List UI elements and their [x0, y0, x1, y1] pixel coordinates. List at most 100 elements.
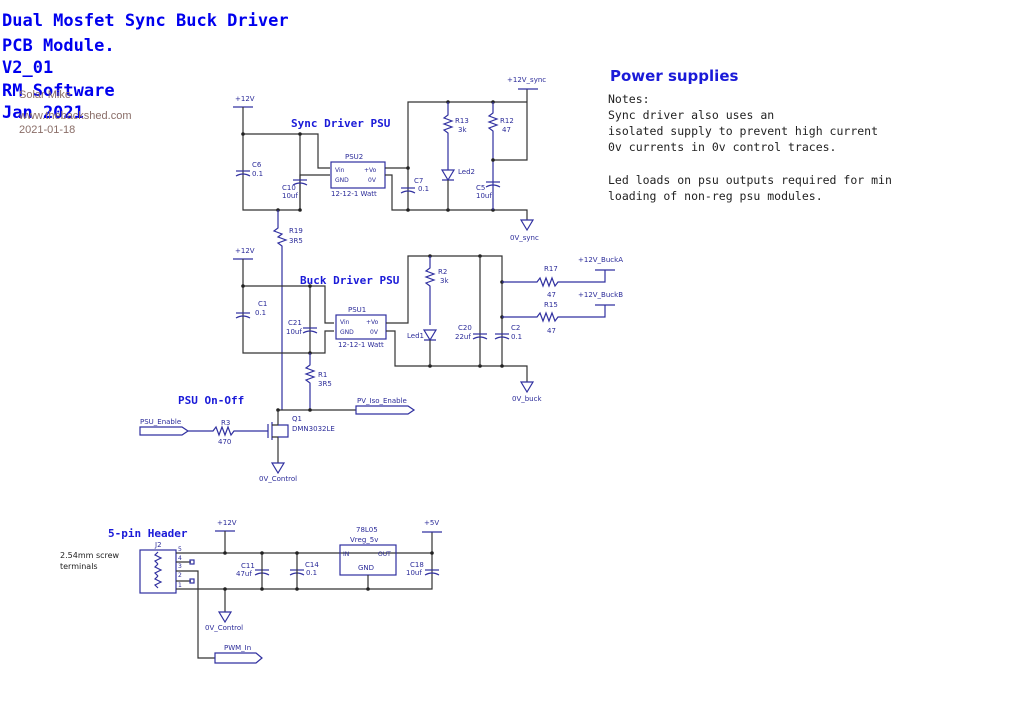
regulator-78l05: 78L05 Vreg_5v IN OUT GND — [339, 526, 397, 589]
svg-text:47uf: 47uf — [236, 570, 252, 578]
svg-text:R2: R2 — [438, 268, 447, 276]
svg-text:0V: 0V — [368, 177, 377, 184]
psu-enable-label: PSU_Enable — [140, 418, 181, 426]
sync-ground-label: 0V_sync — [510, 234, 539, 242]
buck-output-a-label: +12V_BuckA — [578, 256, 623, 264]
svg-text:Led1: Led1 — [407, 332, 424, 340]
notes-block: Power supplies Notes: Sync driver also u… — [608, 67, 892, 203]
svg-text:470: 470 — [218, 438, 231, 446]
svg-text:3R5: 3R5 — [289, 237, 303, 245]
header-vcc-label: +12V — [217, 519, 237, 527]
watermark-date: 2021-01-18 — [19, 124, 75, 136]
svg-text:+Vo: +Vo — [364, 167, 377, 174]
svg-text:C2: C2 — [511, 324, 520, 332]
note-line: loading of non-reg psu modules. — [608, 189, 823, 203]
svg-text:IN: IN — [343, 551, 349, 558]
svg-text:R3: R3 — [221, 419, 230, 427]
sync-vcc-label: +12V — [235, 95, 255, 103]
header-ref: J2 — [154, 541, 162, 549]
svg-text:5: 5 — [178, 546, 182, 553]
sync-output-label: +12V_sync — [507, 76, 546, 84]
title-line-5: Jan 2021 — [2, 103, 84, 123]
notes-heading: Power supplies — [610, 67, 738, 85]
title-block: Dual Mosfet Sync Buck Driver PCB Module.… — [2, 11, 289, 123]
svg-text:22uf: 22uf — [455, 333, 471, 341]
section-title-onoff: PSU On-Off — [178, 394, 244, 407]
ground-symbol — [519, 219, 535, 232]
net-port-pwm-in — [214, 652, 263, 664]
note-line: Notes: — [608, 92, 650, 106]
svg-text:0V: 0V — [370, 329, 379, 336]
svg-text:R15: R15 — [544, 301, 558, 309]
svg-text:2: 2 — [178, 572, 182, 579]
svg-text:47: 47 — [547, 327, 556, 335]
pv-iso-enable-label: PV_Iso_Enable — [357, 397, 407, 405]
title-line-4: RM Software — [2, 81, 115, 101]
buck-output-b-label: +12V_BuckB — [578, 291, 623, 299]
watermark: Solar Mike www.thebackshed.com 2021-01-1… — [18, 89, 132, 136]
svg-text:DMN3032LE: DMN3032LE — [292, 425, 335, 433]
svg-text:PSU2: PSU2 — [345, 153, 363, 161]
svg-text:R17: R17 — [544, 265, 558, 273]
net-port-pv-iso-enable — [355, 405, 416, 415]
resistor-r15: R15 47 — [502, 301, 606, 335]
svg-text:C14: C14 — [305, 561, 319, 569]
buck-ground-label: 0V_buck — [512, 395, 542, 403]
capacitor-c6: C60.1 — [235, 161, 263, 178]
svg-text:3R5: 3R5 — [318, 380, 332, 388]
svg-text:R1: R1 — [318, 371, 327, 379]
svg-text:C20: C20 — [458, 324, 472, 332]
svg-text:78L05: 78L05 — [356, 526, 378, 534]
capacitor-c1: C10.1 — [235, 300, 267, 319]
svg-text:0.1: 0.1 — [252, 170, 263, 178]
svg-text:+Vo: +Vo — [366, 319, 379, 326]
svg-text:Q1: Q1 — [292, 415, 302, 423]
psu1-module: PSU1 Vin GND +Vo 0V 12-12-1 Watt — [335, 306, 387, 349]
svg-text:12-12-1 Watt: 12-12-1 Watt — [338, 341, 384, 349]
section-title-header: 5-pin Header — [108, 527, 188, 540]
svg-text:C1: C1 — [258, 300, 267, 308]
resistor-r3: R3 470 — [188, 419, 268, 446]
note-line: isolated supply to prevent high current — [608, 124, 878, 138]
header-5v-label: +5V — [424, 519, 439, 527]
led-led2: Led2 — [440, 168, 475, 210]
net-port-psu-enable — [139, 426, 190, 436]
svg-text:GND: GND — [340, 329, 354, 336]
svg-text:10uf: 10uf — [406, 569, 422, 577]
svg-text:Vin: Vin — [340, 319, 350, 326]
svg-text:0.1: 0.1 — [511, 333, 522, 341]
watermark-site: www.thebackshed.com — [18, 110, 132, 122]
led-led1: Led1 — [407, 329, 438, 366]
note-line: Led loads on psu outputs required for mi… — [608, 173, 892, 187]
svg-text:C11: C11 — [241, 562, 255, 570]
title-line-1: Dual Mosfet Sync Buck Driver — [2, 11, 289, 31]
svg-text:47: 47 — [502, 126, 511, 134]
svg-text:C10: C10 — [282, 184, 296, 192]
svg-text:C5: C5 — [476, 184, 485, 192]
svg-text:PSU1: PSU1 — [348, 306, 366, 314]
svg-text:R13: R13 — [455, 117, 469, 125]
svg-text:1: 1 — [178, 582, 182, 589]
psu2-module: PSU2 Vin GND +Vo 0V 12-12-1 Watt — [330, 153, 386, 198]
svg-text:C6: C6 — [252, 161, 262, 169]
header-ground-label: 0V_Control — [205, 624, 243, 632]
svg-text:12-12-1 Watt: 12-12-1 Watt — [331, 190, 377, 198]
svg-text:10uf: 10uf — [282, 192, 298, 200]
svg-text:3: 3 — [178, 563, 182, 570]
svg-text:10uf: 10uf — [286, 328, 302, 336]
svg-text:OUT: OUT — [378, 551, 391, 558]
svg-text:GND: GND — [335, 177, 349, 184]
section-title-buck: Buck Driver PSU — [300, 274, 400, 287]
svg-text:0.1: 0.1 — [255, 309, 266, 317]
